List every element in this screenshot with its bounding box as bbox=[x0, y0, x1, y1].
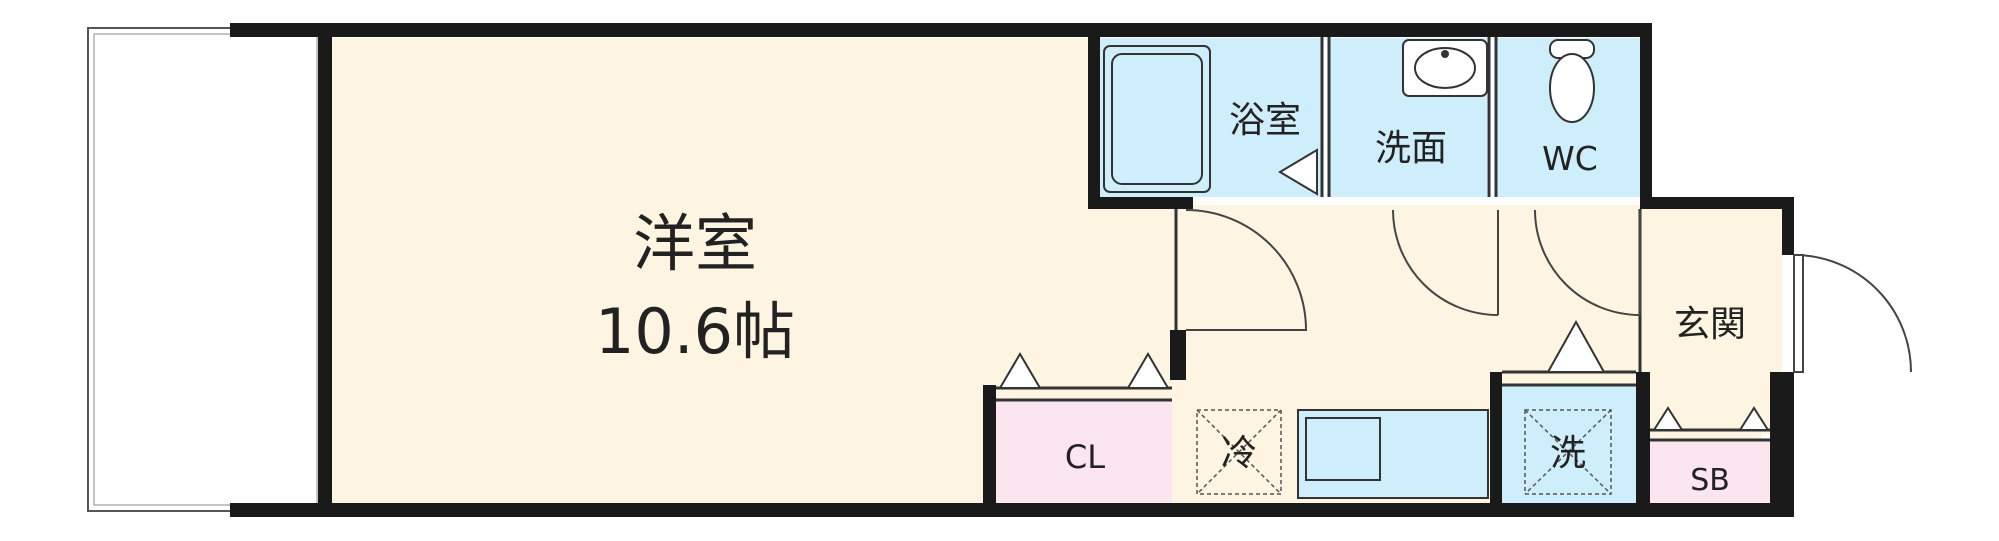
washer-space bbox=[1524, 409, 1612, 495]
toilet-label: WC bbox=[1542, 139, 1598, 178]
toilet-door bbox=[1534, 209, 1641, 316]
main-room-size: 10.6帖 bbox=[595, 295, 795, 368]
shoe-box-floor bbox=[1650, 440, 1772, 503]
walls bbox=[230, 23, 1794, 517]
bath-label: 浴室 bbox=[1229, 100, 1301, 141]
fridge-label: 冷 bbox=[1221, 433, 1257, 474]
entrance-floor bbox=[1640, 205, 1782, 435]
entrance-label: 玄関 bbox=[1674, 304, 1746, 345]
kitchen-counter bbox=[1297, 409, 1489, 499]
washer-label: 洗 bbox=[1550, 433, 1586, 474]
washroom-door bbox=[1392, 209, 1499, 316]
closet-label: CL bbox=[1065, 438, 1105, 476]
main-room-door bbox=[1185, 209, 1308, 331]
bathtub bbox=[1103, 45, 1211, 193]
folding-doors bbox=[998, 319, 1770, 431]
main-room-name: 洋室 bbox=[633, 207, 757, 280]
shoe-box-label: SB bbox=[1690, 463, 1730, 498]
doors bbox=[1185, 209, 1912, 373]
closet-floor bbox=[996, 400, 1172, 503]
front-door bbox=[1793, 254, 1912, 373]
fridge-space bbox=[1196, 409, 1282, 495]
front-door-frame bbox=[1793, 254, 1804, 373]
balcony bbox=[87, 27, 324, 512]
wash-basin bbox=[1402, 39, 1488, 97]
bath-door-triangle bbox=[1278, 148, 1318, 196]
washroom-label: 洗面 bbox=[1375, 128, 1447, 169]
toilet-fixture bbox=[1549, 39, 1595, 123]
